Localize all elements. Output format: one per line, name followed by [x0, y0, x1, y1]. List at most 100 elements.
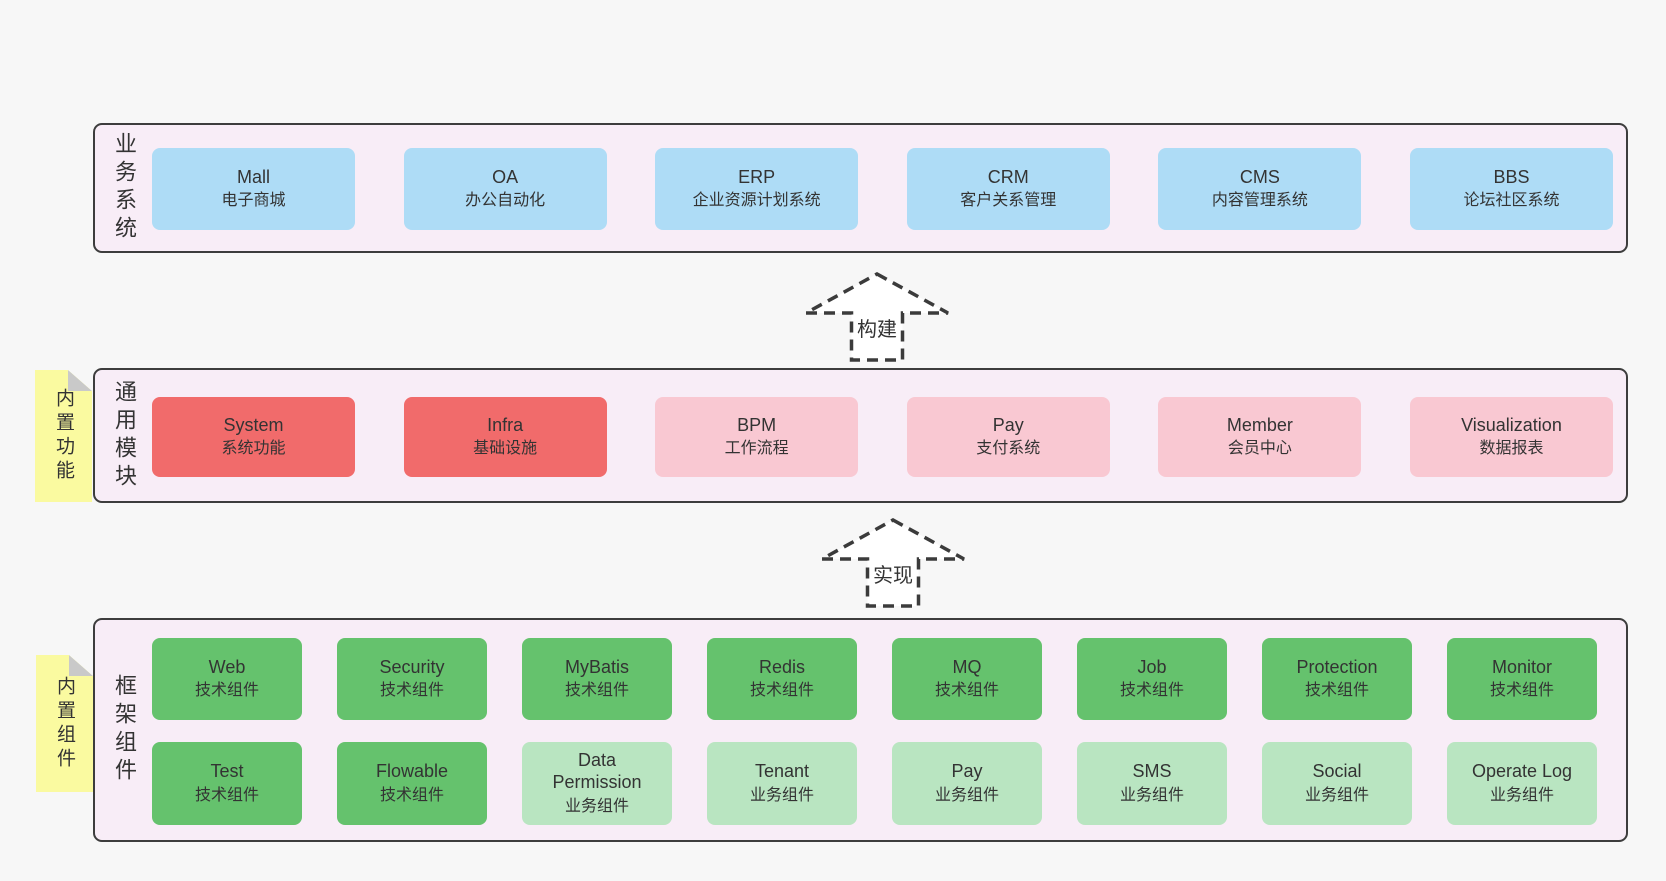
sticky-note-label: 内置功能	[53, 388, 74, 484]
box-title: Monitor	[1491, 656, 1553, 677]
box-system: System 系统功能	[152, 397, 355, 477]
box-title: Protection	[1296, 656, 1378, 677]
implement-arrow-label: 实现	[873, 565, 913, 587]
box-subtitle: 业务组件	[1119, 786, 1184, 804]
box-subtitle: 技术组件	[379, 682, 444, 700]
build-arrow: 构建	[802, 271, 952, 363]
box-protection: Protection 技术组件	[1262, 638, 1412, 720]
box-subtitle: 支付系统	[976, 440, 1041, 458]
box-mybatis: MyBatis 技术组件	[522, 638, 672, 720]
box-sms: SMS 业务组件	[1077, 742, 1227, 825]
box-title: System	[223, 414, 284, 435]
box-cms: CMS 内容管理系统	[1158, 148, 1362, 230]
box-title: Redis	[758, 656, 806, 677]
box-subtitle: 工作流程	[724, 440, 789, 458]
box-redis: Redis 技术组件	[707, 638, 857, 720]
business-systems-section: 业务系统 Mall 电子商城 OA 办公自动化 ERP 企业资源计划系统 CRM…	[93, 123, 1628, 253]
box-subtitle: 技术组件	[1119, 682, 1184, 700]
box-data-permission: Data Permission 业务组件	[522, 742, 672, 825]
box-title: Web	[208, 656, 246, 677]
box-title: MyBatis	[564, 656, 629, 677]
section-label-modules: 通用模块	[112, 379, 137, 492]
box-subtitle: 业务组件	[934, 786, 999, 804]
box-title: MQ	[952, 656, 982, 677]
sticky-note-builtin-features: 内置功能	[35, 370, 92, 502]
box-title: Tenant	[754, 761, 810, 782]
box-title: Social	[1312, 761, 1362, 782]
box-title: Flowable	[375, 761, 449, 782]
box-bbs: BBS 论坛社区系统	[1409, 148, 1613, 230]
section-label-components: 框架组件	[112, 674, 137, 786]
box-social: Social 业务组件	[1262, 742, 1412, 825]
box-mq: MQ 技术组件	[892, 638, 1042, 720]
box-subtitle: 技术组件	[194, 786, 259, 804]
box-title: CMS	[1239, 166, 1280, 187]
box-title: Data Permission	[552, 750, 642, 792]
box-security: Security 技术组件	[337, 638, 487, 720]
box-test: Test 技术组件	[152, 742, 302, 825]
business-box-row: Mall 电子商城 OA 办公自动化 ERP 企业资源计划系统 CRM 客户关系…	[152, 148, 1613, 230]
box-subtitle: 技术组件	[749, 682, 814, 700]
box-subtitle: 电子商城	[221, 192, 286, 210]
box-title: Infra	[487, 414, 524, 435]
box-title: Pay	[992, 414, 1024, 435]
sticky-note-builtin-components: 内置组件	[36, 655, 93, 792]
box-title: Operate Log	[1471, 761, 1573, 782]
box-monitor: Monitor 技术组件	[1447, 638, 1597, 720]
section-label-business: 业务系统	[112, 132, 137, 244]
box-pay: Pay 业务组件	[892, 742, 1042, 825]
box-subtitle: 业务组件	[1489, 786, 1554, 804]
box-operate-log: Operate Log 业务组件	[1447, 742, 1597, 825]
dashed-up-arrow-icon	[821, 518, 965, 608]
box-web: Web 技术组件	[152, 638, 302, 720]
box-subtitle: 论坛社区系统	[1463, 192, 1560, 210]
framework-components-section: 框架组件 Web 技术组件 Security 技术组件 MyBatis 技术组件…	[93, 618, 1628, 842]
box-title: Job	[1137, 656, 1167, 677]
box-bpm: BPM 工作流程	[655, 397, 859, 477]
box-title: Visualization	[1461, 414, 1562, 435]
components-box-row-2: Test 技术组件 Flowable 技术组件 Data Permission …	[152, 742, 1597, 825]
sticky-note-label: 内置组件	[54, 675, 75, 772]
box-subtitle: 技术组件	[1489, 682, 1554, 700]
box-subtitle: 办公自动化	[465, 192, 546, 210]
box-member: Member 会员中心	[1158, 397, 1362, 477]
box-subtitle: 技术组件	[1304, 682, 1369, 700]
box-subtitle: 内容管理系统	[1211, 192, 1308, 210]
box-subtitle: 客户关系管理	[960, 192, 1057, 210]
build-arrow-label: 构建	[857, 319, 897, 341]
implement-arrow: 实现	[818, 517, 968, 609]
box-subtitle: 企业资源计划系统	[692, 192, 821, 210]
box-mall: Mall 电子商城	[152, 148, 355, 230]
common-modules-section: 通用模块 System 系统功能 Infra 基础设施 BPM 工作流程 Pay…	[93, 368, 1628, 503]
box-title: Test	[210, 761, 244, 782]
box-crm: CRM 客户关系管理	[906, 148, 1110, 230]
box-title: CRM	[987, 166, 1029, 187]
box-subtitle: 数据报表	[1479, 440, 1544, 458]
box-title: Mall	[236, 166, 270, 187]
components-box-row-1: Web 技术组件 Security 技术组件 MyBatis 技术组件 Redi…	[152, 638, 1597, 720]
box-title: Pay	[951, 761, 983, 782]
box-title: Security	[379, 656, 445, 677]
modules-box-row: System 系统功能 Infra 基础设施 BPM 工作流程 Pay 支付系统…	[152, 397, 1613, 477]
box-oa: OA 办公自动化	[403, 148, 607, 230]
box-subtitle: 业务组件	[749, 786, 814, 804]
box-tenant: Tenant 业务组件	[707, 742, 857, 825]
box-job: Job 技术组件	[1077, 638, 1227, 720]
box-visualization: Visualization 数据报表	[1409, 397, 1613, 477]
box-infra: Infra 基础设施	[403, 397, 607, 477]
box-flowable: Flowable 技术组件	[337, 742, 487, 825]
box-subtitle: 技术组件	[564, 682, 629, 700]
box-title: Member	[1226, 414, 1293, 435]
box-subtitle: 业务组件	[1304, 786, 1369, 804]
box-title: ERP	[738, 166, 776, 187]
box-subtitle: 业务组件	[564, 797, 629, 815]
box-subtitle: 技术组件	[934, 682, 999, 700]
box-pay: Pay 支付系统	[906, 397, 1110, 477]
box-title: SMS	[1132, 761, 1172, 782]
box-title: OA	[492, 166, 519, 187]
box-subtitle: 系统功能	[221, 440, 286, 458]
box-subtitle: 基础设施	[473, 440, 538, 458]
box-subtitle: 会员中心	[1227, 440, 1292, 458]
box-title: BPM	[737, 414, 777, 435]
